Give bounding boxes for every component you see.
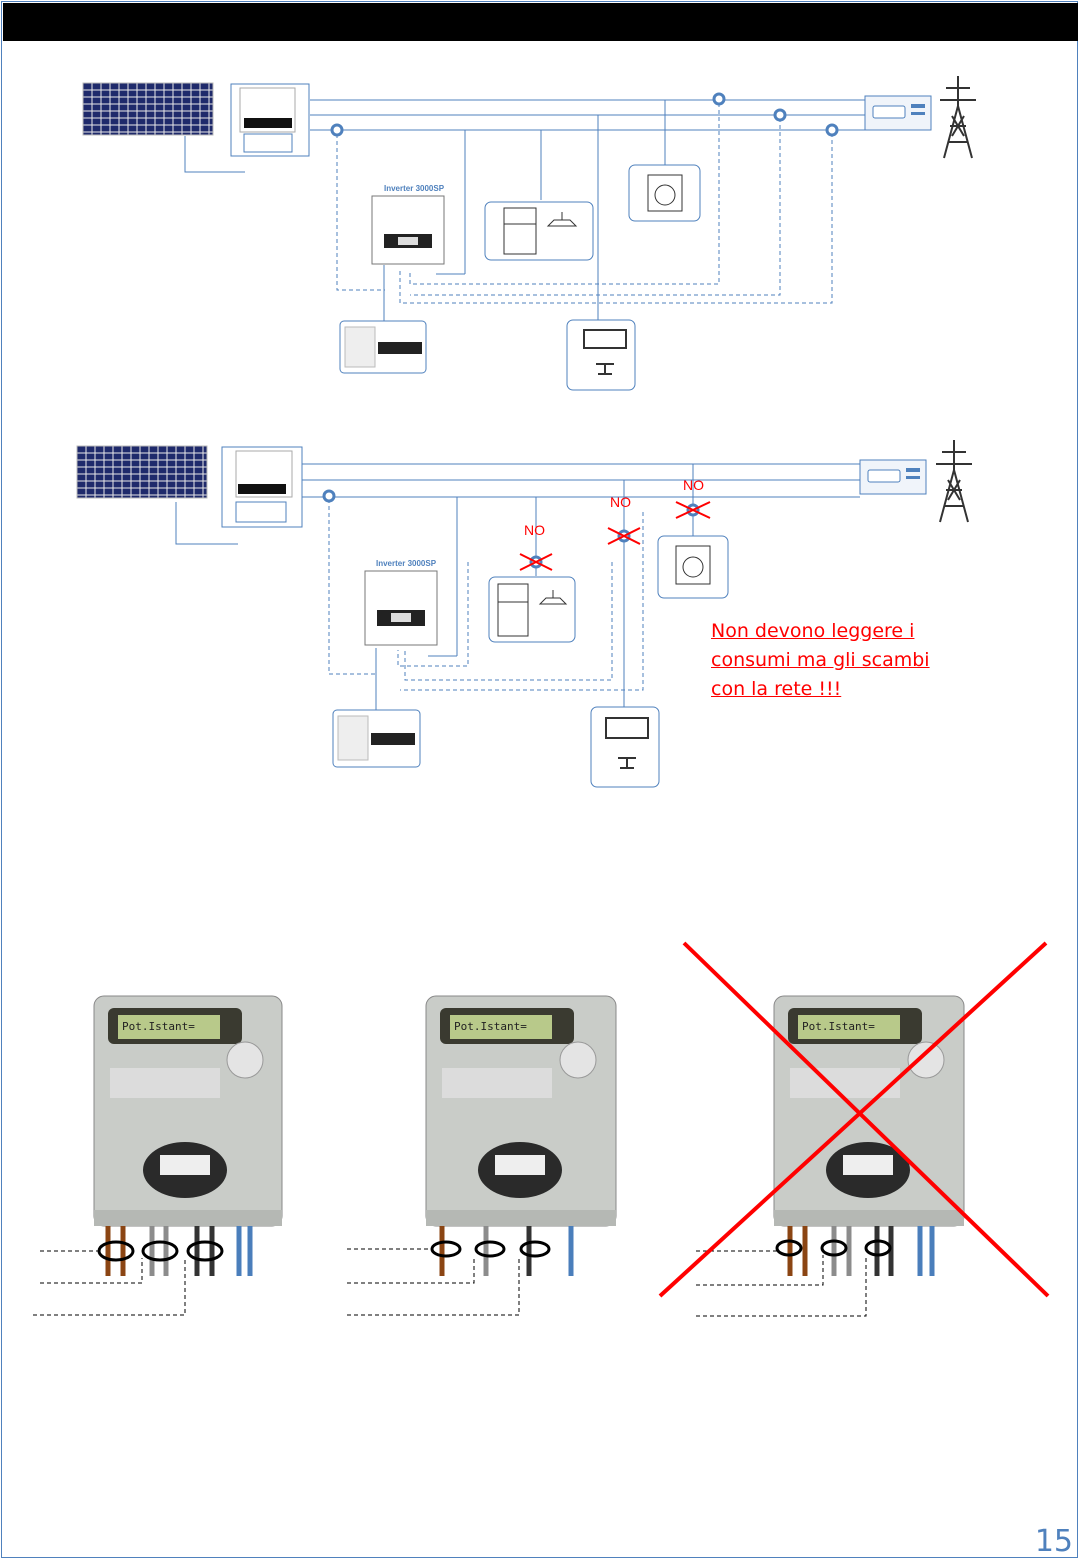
ct-clamp-icon [827, 125, 837, 135]
grid-meter-icon [860, 460, 926, 494]
grid-meter-icon [865, 96, 931, 130]
meter-photos [33, 943, 1048, 1316]
pv-inverter [222, 447, 302, 527]
meter-display: Pot.Istant= [454, 1020, 527, 1033]
storage-inverter [365, 571, 437, 645]
fridge-lamp-load [489, 577, 575, 642]
ct-clamp-icon [714, 94, 724, 104]
meter-display: Pot.Istant= [122, 1020, 195, 1033]
warning-line: Non devono leggere i [711, 617, 971, 646]
power-pylon-icon [936, 440, 972, 522]
ct-clamp-icon [332, 125, 342, 135]
diagram-2 [77, 440, 972, 787]
diagram-1 [83, 76, 976, 390]
warning-line: con la rete !!! [711, 675, 971, 704]
inverter-label: Inverter 3000SP [376, 559, 436, 568]
solar-panel-icon [77, 446, 207, 498]
no-label: NO [524, 522, 545, 538]
washing-machine-load [629, 165, 700, 221]
pv-inverter [231, 84, 309, 156]
no-label: NO [610, 494, 631, 510]
no-label: NO [683, 477, 704, 493]
ct-clamp-icon [324, 491, 334, 501]
meter-display: Pot.Istant= [802, 1020, 875, 1033]
warning-line: consumi ma gli scambi [711, 646, 971, 675]
page-number: 15 [1035, 1524, 1073, 1559]
tv-load [591, 707, 659, 787]
warning-note: Non devono leggere i consumi ma gli scam… [711, 617, 971, 704]
ct-clamp-icon [775, 110, 785, 120]
battery-unit [340, 321, 426, 373]
solar-panel-icon [83, 83, 213, 135]
tv-load [567, 320, 635, 390]
storage-inverter [372, 196, 444, 264]
fridge-lamp-load [485, 202, 593, 260]
inverter-label: Inverter 3000SP [384, 184, 444, 193]
power-pylon-icon [940, 76, 976, 158]
battery-unit [333, 710, 420, 767]
washing-machine-load [658, 536, 728, 598]
